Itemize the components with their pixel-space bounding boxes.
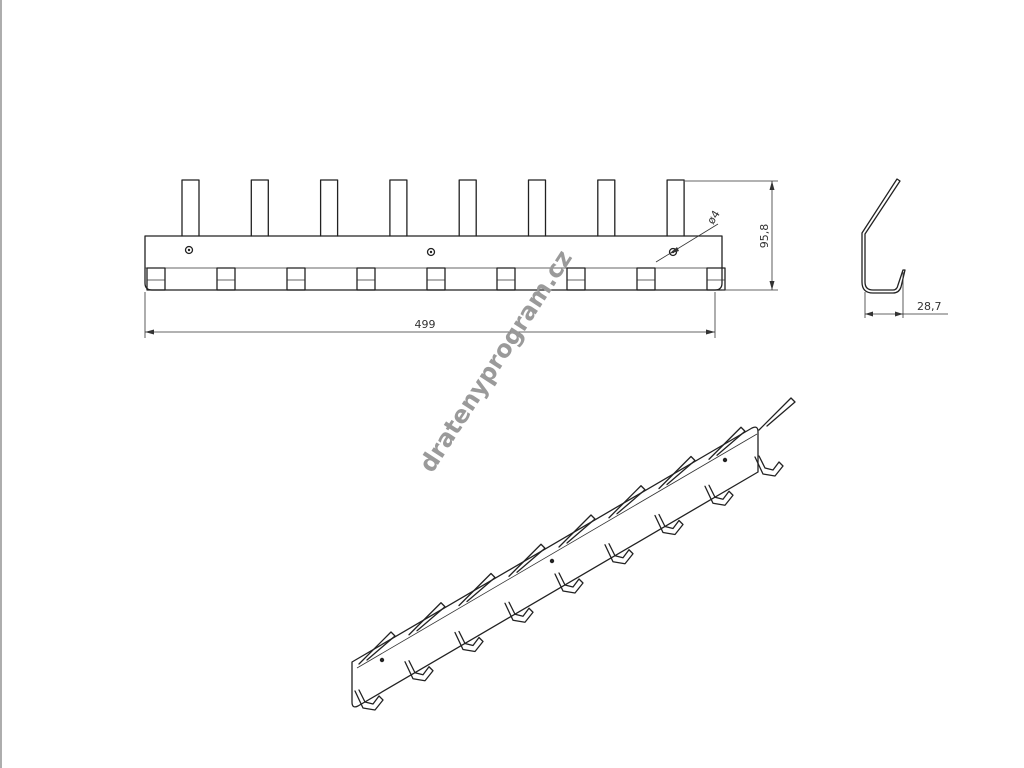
front-peg [319, 179, 339, 237]
iso-plate [351, 426, 759, 708]
front-hook [216, 267, 236, 291]
iso-hook [604, 485, 646, 565]
side-profile [861, 178, 906, 294]
iso-hole [549, 558, 555, 564]
iso-hook [654, 455, 696, 536]
front-peg [250, 179, 269, 237]
mounting-hole [426, 247, 436, 257]
isometric-view [351, 397, 796, 711]
front-hook [426, 267, 446, 291]
side-view [861, 178, 906, 294]
iso-hook [554, 514, 596, 594]
front-hook [566, 267, 586, 291]
front-hook [706, 267, 726, 291]
front-hook [496, 267, 516, 291]
front-peg [181, 179, 200, 237]
front-peg [597, 179, 616, 237]
front-hook [286, 267, 306, 291]
front-plate [144, 235, 723, 291]
iso-hole [722, 457, 728, 463]
front-peg [666, 179, 685, 237]
mounting-hole [184, 245, 194, 255]
hole-label: ø4 [705, 208, 723, 227]
iso-hook [704, 426, 746, 506]
width-dimension: 499 [144, 292, 716, 338]
iso-hook [354, 631, 396, 711]
front-hook [146, 267, 166, 291]
iso-hole [379, 657, 385, 663]
iso-hook [404, 602, 446, 682]
front-peg [458, 179, 477, 237]
hole-dimension: ø4 [655, 208, 723, 263]
height-dimension: 95,8 [685, 180, 778, 291]
front-hook [636, 267, 656, 291]
width-label: 499 [415, 318, 436, 331]
iso-hook [504, 543, 546, 623]
front-view [144, 179, 726, 291]
iso-hook [754, 397, 796, 477]
depth-label: 28,7 [917, 300, 942, 313]
front-hook [356, 267, 376, 291]
height-label: 95,8 [758, 224, 771, 249]
iso-plate-edge [356, 433, 758, 669]
front-peg [389, 179, 408, 237]
front-peg [527, 179, 547, 237]
iso-hook [454, 572, 496, 653]
depth-dimension: 28,7 [864, 272, 948, 318]
